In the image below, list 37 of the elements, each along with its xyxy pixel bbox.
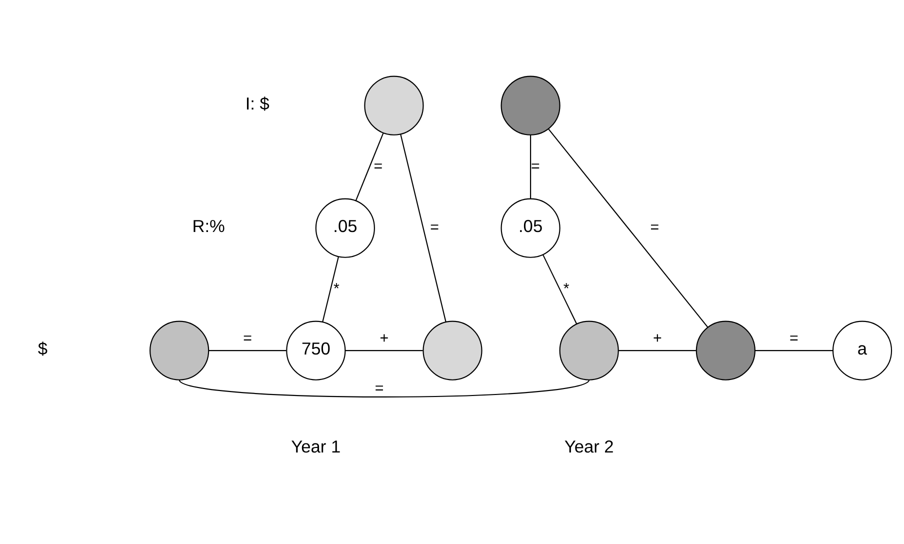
node-circle xyxy=(364,76,424,136)
node-circle: a xyxy=(832,320,892,380)
edge-label: * xyxy=(333,280,339,298)
label: $ xyxy=(37,338,48,359)
edge-label: = xyxy=(242,330,252,348)
node-circle xyxy=(422,320,482,380)
node-circle xyxy=(558,320,618,380)
label: Year 1 xyxy=(290,436,340,456)
node-circle: 750 xyxy=(286,320,346,380)
label: Year 2 xyxy=(564,436,614,456)
label: R:% xyxy=(192,216,224,236)
node-circle xyxy=(149,320,209,380)
edge-label: + xyxy=(652,330,662,348)
edge-label: * xyxy=(562,280,569,298)
node-circle: .05 xyxy=(314,198,374,258)
connector xyxy=(322,256,338,322)
edge-label: + xyxy=(379,330,388,348)
connector xyxy=(618,350,696,352)
connector xyxy=(354,132,384,201)
connector xyxy=(400,134,446,322)
node-circle xyxy=(500,76,560,136)
edge-label: = xyxy=(530,158,540,175)
label: I: $ xyxy=(244,94,269,114)
connector xyxy=(344,350,422,352)
connector xyxy=(548,128,708,328)
edge-label: = xyxy=(789,330,798,348)
node-circle xyxy=(695,320,755,380)
node-circle: .05 xyxy=(500,198,560,258)
edge-label: = xyxy=(373,158,382,175)
connector xyxy=(754,350,832,352)
connector xyxy=(530,134,531,199)
connector xyxy=(542,254,577,324)
connector xyxy=(178,379,589,398)
edge-label: = xyxy=(430,219,439,236)
connector xyxy=(208,350,286,352)
edge-label: = xyxy=(650,219,659,236)
edge-label: = xyxy=(374,380,384,397)
